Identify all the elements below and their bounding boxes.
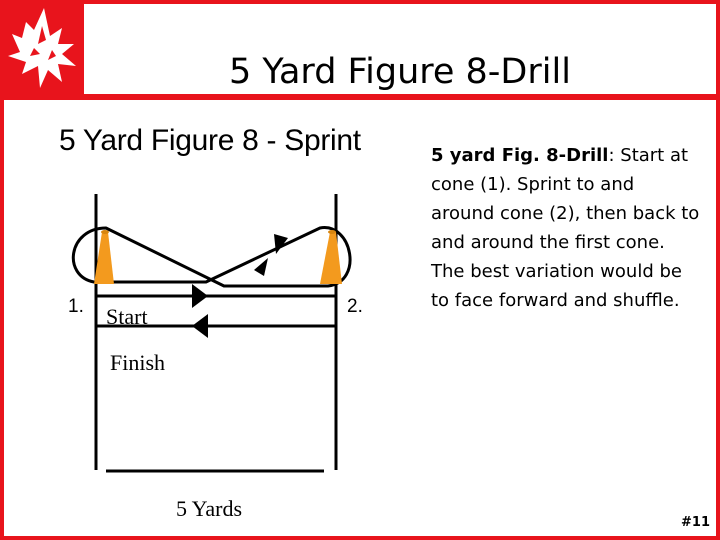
figure-8-diagram: 5 Yard Figure 8 - Sprint — [42, 116, 398, 536]
cone-2-label: 2. — [347, 296, 363, 318]
arrow-right-icon — [192, 284, 208, 308]
cone-2-icon — [320, 230, 342, 284]
cone-1-label: 1. — [68, 296, 84, 318]
arrow-left-icon — [192, 314, 208, 338]
page-title: 5 Yard Figure 8-Drill — [84, 52, 716, 92]
description-lead: 5 yard Fig. 8-Drill — [431, 145, 608, 166]
slide-number: #11 — [681, 515, 710, 530]
arrow-left-upper-icon — [254, 258, 268, 276]
distance-label: 5 Yards — [176, 496, 242, 522]
drill-description: 5 yard Fig. 8-Drill: Start at cone (1). … — [431, 141, 701, 315]
finish-label: Finish — [110, 350, 165, 376]
drill-path-diagram — [42, 116, 398, 536]
falcon-logo-icon — [4, 4, 84, 100]
start-label: Start — [106, 304, 148, 330]
description-text: : Start at cone (1). Sprint to and aroun… — [431, 145, 699, 311]
